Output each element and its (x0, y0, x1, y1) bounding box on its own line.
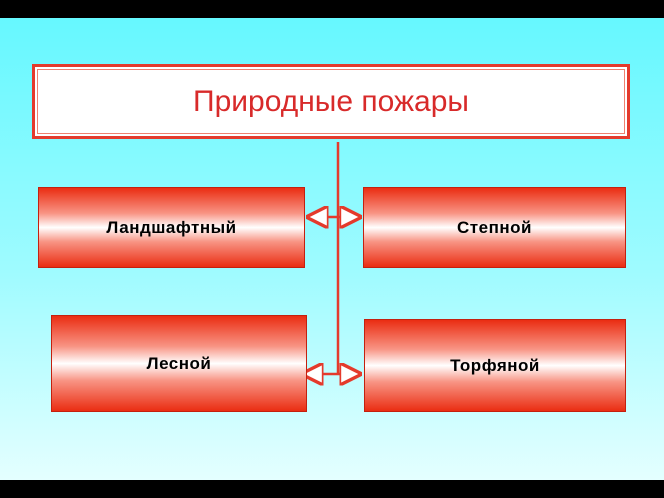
node-steppe: Степной (363, 187, 626, 268)
node-forest: Лесной (51, 315, 307, 412)
slide: Природные пожары Ландшафтный Степной Лес… (0, 18, 664, 480)
node-label: Лесной (146, 353, 212, 373)
node-label: Торфяной (450, 355, 540, 375)
node-peat: Торфяной (364, 319, 626, 412)
node-landscape: Ландшафтный (38, 187, 305, 268)
connector-lines (301, 142, 362, 480)
title-box: Природные пожары (32, 64, 630, 139)
node-label: Степной (457, 217, 532, 237)
diagram-title: Природные пожары (193, 85, 469, 118)
node-label: Ландшафтный (106, 217, 237, 237)
